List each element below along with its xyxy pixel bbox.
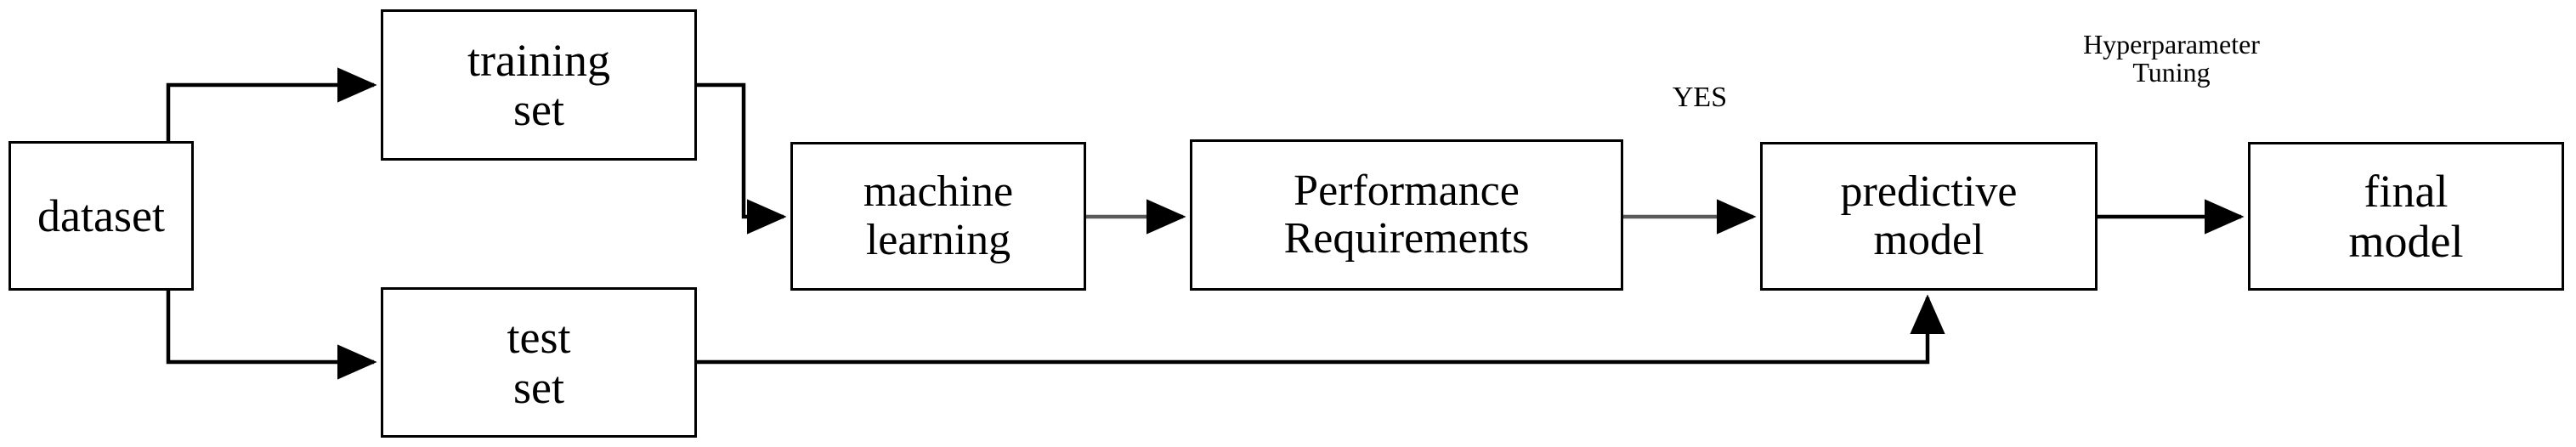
node-dataset-label: dataset [37,190,165,241]
node-test-set[interactable]: test set [381,287,697,438]
edge-dataset-to-test-set [166,290,377,380]
edge-test-set-to-predictive-model [697,294,1945,365]
node-dataset[interactable]: dataset [8,141,194,291]
node-final-model[interactable]: final model [2248,142,2564,291]
edge-label-hyperparameter-tuning: Hyperparameter Tuning [2083,29,2260,88]
edge-dataset-to-training-set [166,67,377,142]
node-training-set[interactable]: training set [381,9,697,161]
node-final-model-label: final model [2348,166,2464,267]
node-training-set-label: training set [467,34,610,135]
node-machine-learning[interactable]: machine learning [790,142,1086,291]
edge-label-yes: YES [1672,82,1728,113]
node-test-set-label: test set [507,312,571,413]
node-predictive-model-label: predictive model [1840,167,2018,264]
edge-training-set-to-machine-learning [697,82,787,235]
node-performance-requirements[interactable]: Performance Requirements [1190,139,1623,291]
node-predictive-model[interactable]: predictive model [1760,142,2098,291]
node-performance-requirements-label: Performance Requirements [1283,166,1530,263]
node-machine-learning-label: machine learning [863,167,1014,264]
